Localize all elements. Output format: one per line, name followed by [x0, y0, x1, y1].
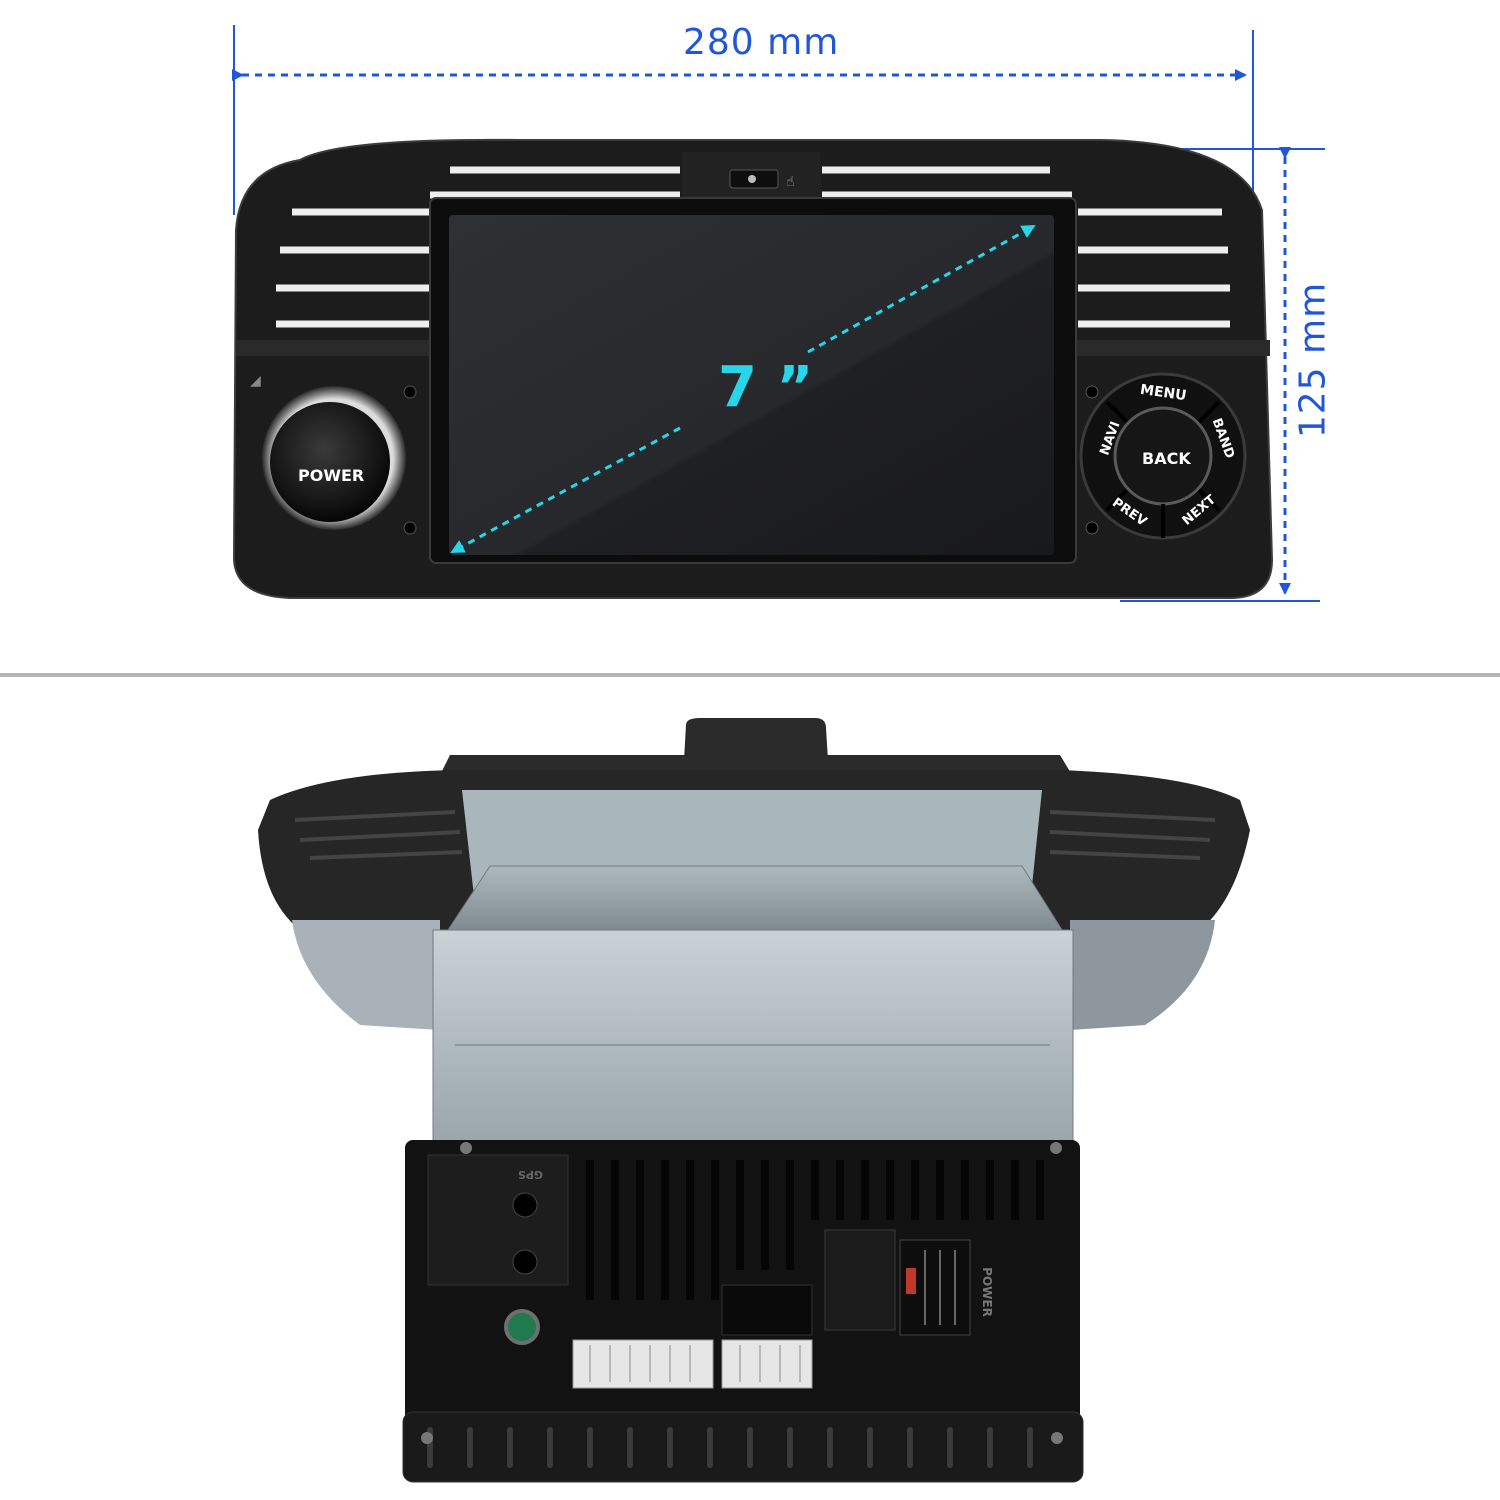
rear-camera-bump: [684, 718, 828, 760]
svg-text:◢: ◢: [250, 373, 261, 389]
back-button[interactable]: BACK: [1142, 449, 1191, 468]
chassis-top: [447, 865, 1063, 931]
left-bracket: [427, 1154, 569, 1286]
harness-connector-1: [572, 1339, 714, 1389]
power-module: [824, 1229, 896, 1331]
power-port-label: POWER: [979, 1267, 994, 1317]
black-connector: [721, 1284, 813, 1336]
right-vent: [822, 166, 1230, 328]
chassis-body: [432, 929, 1074, 1143]
gesture-icon: ☝: [786, 174, 795, 190]
gps-port: [512, 1192, 538, 1218]
diagonal-dimension: [450, 224, 1036, 554]
diagonal-label: 7 ”: [718, 355, 814, 420]
left-vent: [276, 166, 680, 328]
control-cluster: [1079, 372, 1247, 540]
harness-connector-2: [721, 1339, 813, 1389]
width-dimension: [232, 25, 1254, 215]
height-label: 125 mm: [1292, 281, 1334, 439]
power-knob[interactable]: [262, 386, 406, 530]
front-view: ☝ ◢: [232, 25, 1325, 602]
section-divider: [0, 673, 1500, 677]
left-wing: [292, 920, 440, 1030]
rear-view: [258, 718, 1250, 1483]
gps-port-label: GPS: [518, 1168, 544, 1181]
width-label: 280 mm: [683, 22, 840, 63]
power-button-label[interactable]: POWER: [298, 466, 365, 485]
right-wing: [1070, 920, 1215, 1030]
aux-port: [512, 1249, 538, 1275]
antenna-port: [504, 1309, 540, 1345]
